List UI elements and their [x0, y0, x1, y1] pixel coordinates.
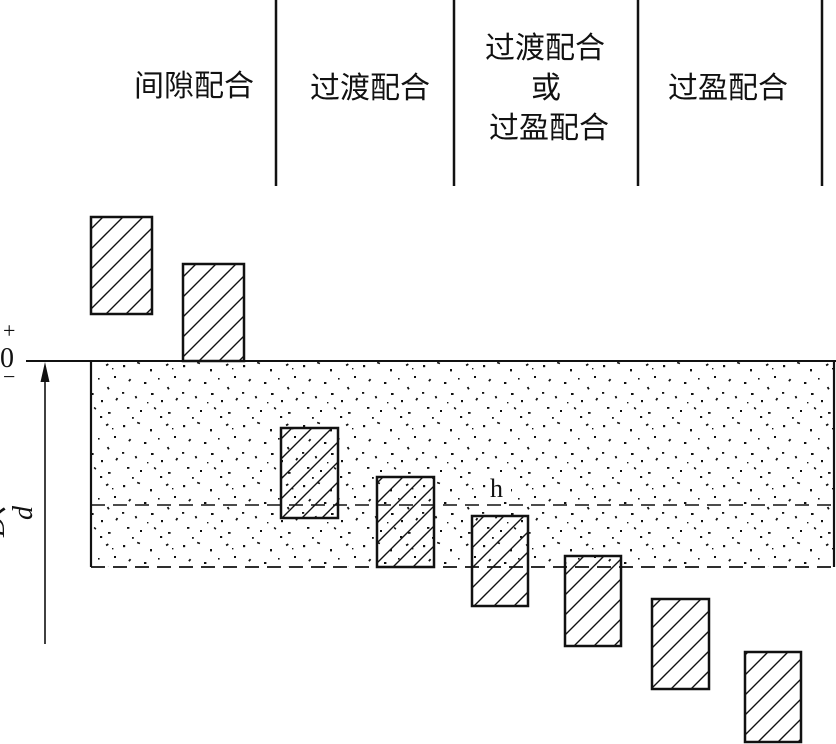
header-transition-or-interference-line2: 或: [531, 71, 561, 106]
shaft-zone-1: [89, 215, 154, 316]
plus-sign: +: [3, 318, 16, 343]
header-clearance-fit: 间隙配合: [134, 69, 254, 104]
h-label-backing: [487, 476, 511, 502]
header-interference-fit: 过盈配合: [668, 71, 788, 106]
shaft-zone-7: [650, 597, 711, 691]
header-transition-fit: 过渡配合: [310, 71, 430, 106]
shaft-zone-5: [470, 514, 530, 608]
header-dividers: [274, 0, 824, 186]
shaft-zone-4: [375, 475, 436, 569]
shaft-zone-3: [279, 426, 340, 520]
minus-sign: −: [3, 364, 16, 389]
size-axis-label: D、d: [0, 489, 39, 537]
hole-tolerance-zone: [91, 361, 834, 567]
header-transition-or-interference-line3: 过盈配合: [489, 111, 609, 146]
header-transition-or-interference-line1: 过渡配合: [485, 31, 605, 66]
shaft-zone-6: [563, 554, 623, 648]
h-zone-label: h: [490, 474, 503, 503]
shaft-zone-8: [743, 650, 803, 744]
shaft-zones: [89, 215, 803, 744]
shaft-zone-2: [181, 262, 246, 363]
size-arrow-head: [40, 362, 50, 382]
zero-label: 0: [0, 343, 14, 374]
